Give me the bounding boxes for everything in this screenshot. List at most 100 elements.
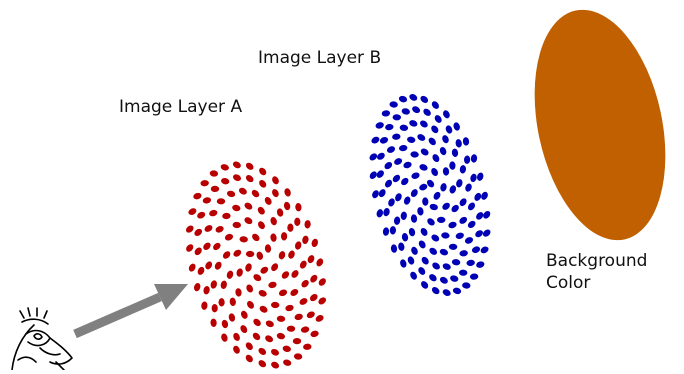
dot — [429, 247, 437, 255]
dot — [221, 333, 228, 342]
dot — [209, 209, 218, 217]
dot — [420, 95, 429, 103]
dot — [218, 298, 225, 307]
dot — [455, 139, 462, 148]
dot — [228, 313, 236, 322]
dot — [295, 203, 302, 212]
dot — [417, 134, 426, 141]
dot — [456, 179, 463, 188]
image-layer-b-label: Image Layer B — [258, 48, 382, 68]
dot — [229, 297, 236, 306]
dot — [439, 248, 448, 256]
dot — [431, 101, 439, 109]
dot — [476, 261, 485, 268]
dot — [299, 260, 307, 269]
dot — [409, 94, 418, 101]
dot — [407, 136, 416, 143]
dot — [226, 270, 234, 279]
dot — [439, 276, 448, 284]
dot — [278, 251, 286, 260]
dot — [214, 261, 222, 270]
dot — [449, 161, 456, 170]
arrow-icon — [73, 284, 188, 339]
dot — [281, 271, 290, 279]
dot — [252, 332, 261, 341]
dot — [256, 251, 264, 260]
dot — [290, 289, 299, 296]
dot — [194, 228, 203, 236]
dot — [418, 240, 426, 249]
dot — [386, 146, 396, 153]
dot — [270, 216, 277, 226]
arrow-head — [154, 284, 188, 310]
dot — [245, 342, 253, 351]
eye-icon — [11, 307, 73, 371]
dot — [260, 266, 269, 274]
dot — [257, 206, 265, 215]
dot — [422, 197, 429, 206]
dot — [271, 263, 279, 272]
dot — [382, 227, 390, 236]
dot — [276, 208, 284, 217]
dot — [236, 268, 243, 277]
dot — [431, 125, 439, 134]
dot — [235, 288, 242, 297]
background-color-label: Background Color — [546, 250, 647, 294]
dot — [434, 115, 442, 123]
dot — [271, 361, 280, 369]
dot — [398, 242, 405, 251]
dot — [272, 176, 279, 185]
dot — [286, 325, 296, 332]
dot — [233, 249, 242, 257]
dot — [245, 175, 254, 183]
dot — [272, 189, 279, 198]
dot — [224, 233, 234, 241]
dot — [437, 216, 446, 224]
dot — [259, 179, 267, 188]
dot — [258, 360, 267, 368]
dot — [421, 256, 429, 265]
dot — [284, 188, 291, 197]
dot — [245, 162, 254, 170]
dot — [441, 232, 450, 239]
dot — [204, 225, 213, 232]
background-label-line1: Background — [546, 251, 648, 271]
dot — [253, 274, 262, 282]
dot — [226, 190, 236, 198]
dot — [442, 202, 450, 210]
dot — [455, 232, 464, 240]
dot — [408, 227, 416, 237]
dot — [482, 229, 491, 237]
dot — [372, 190, 379, 199]
dot — [220, 280, 227, 289]
dot — [431, 287, 440, 295]
dot — [466, 259, 475, 267]
dot — [376, 209, 384, 218]
dot — [442, 135, 449, 144]
dot — [232, 221, 241, 229]
dot — [442, 289, 451, 296]
dot — [294, 313, 303, 321]
dot — [417, 207, 424, 216]
dot — [233, 332, 240, 341]
dot — [201, 301, 208, 310]
dot — [389, 226, 397, 235]
dot — [270, 233, 277, 242]
dot — [439, 147, 447, 156]
dot — [258, 347, 267, 355]
dot — [449, 185, 457, 194]
dot — [432, 262, 440, 270]
dot — [210, 280, 217, 289]
dot — [476, 212, 484, 220]
dot — [215, 226, 224, 233]
dot — [185, 225, 194, 233]
dot — [410, 271, 417, 280]
image-layer-a-label: Image Layer A — [119, 97, 243, 117]
dot — [203, 242, 211, 250]
dot — [258, 221, 265, 230]
dot — [259, 305, 268, 313]
dot — [428, 137, 436, 146]
dot — [282, 345, 291, 352]
dot — [470, 173, 477, 183]
dot — [311, 238, 319, 248]
